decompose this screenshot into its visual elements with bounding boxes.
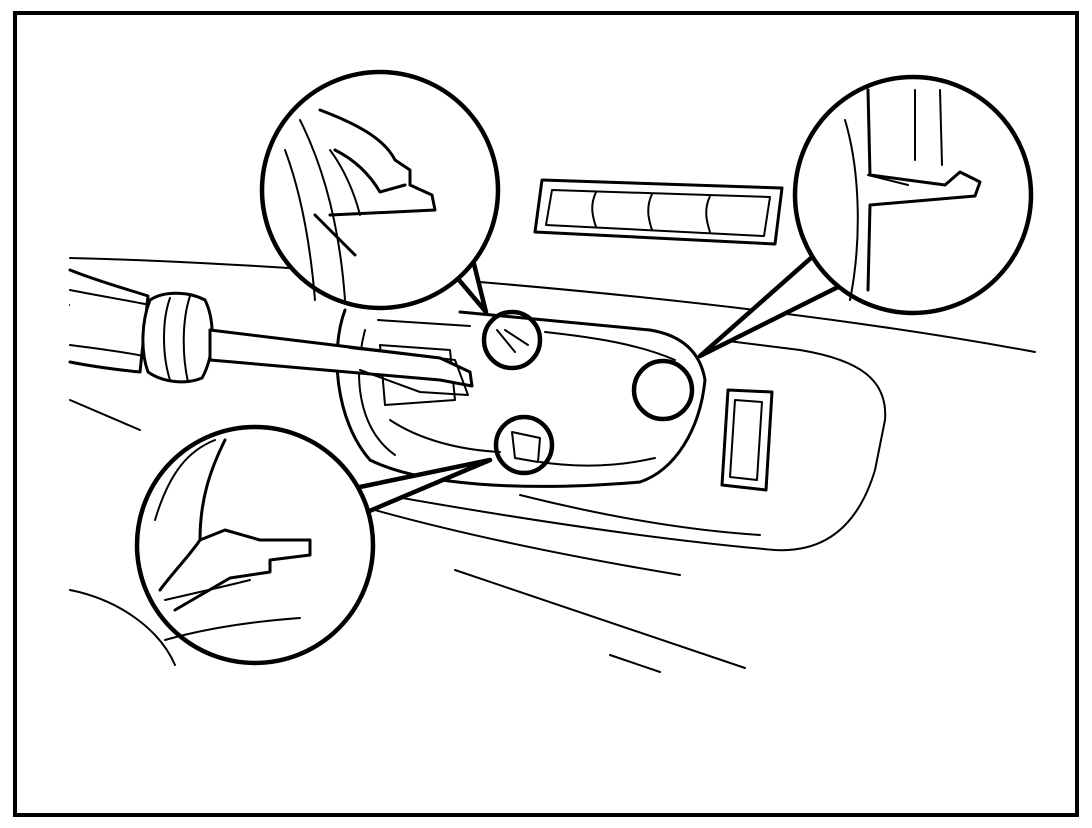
switch-panel (335, 308, 774, 492)
detail-callout-top-left (259, 69, 501, 315)
detail-callout-right (697, 74, 1034, 359)
clip-detail-icon (481, 309, 695, 476)
clip-marker-top (481, 309, 543, 371)
screwdriver-icon (68, 268, 474, 396)
detail-callout-bottom-left (134, 424, 493, 666)
hazard-switch (720, 388, 774, 492)
clip-marker-bottom (493, 414, 555, 476)
clip-marker-right (631, 358, 695, 422)
air-vent (533, 178, 784, 246)
